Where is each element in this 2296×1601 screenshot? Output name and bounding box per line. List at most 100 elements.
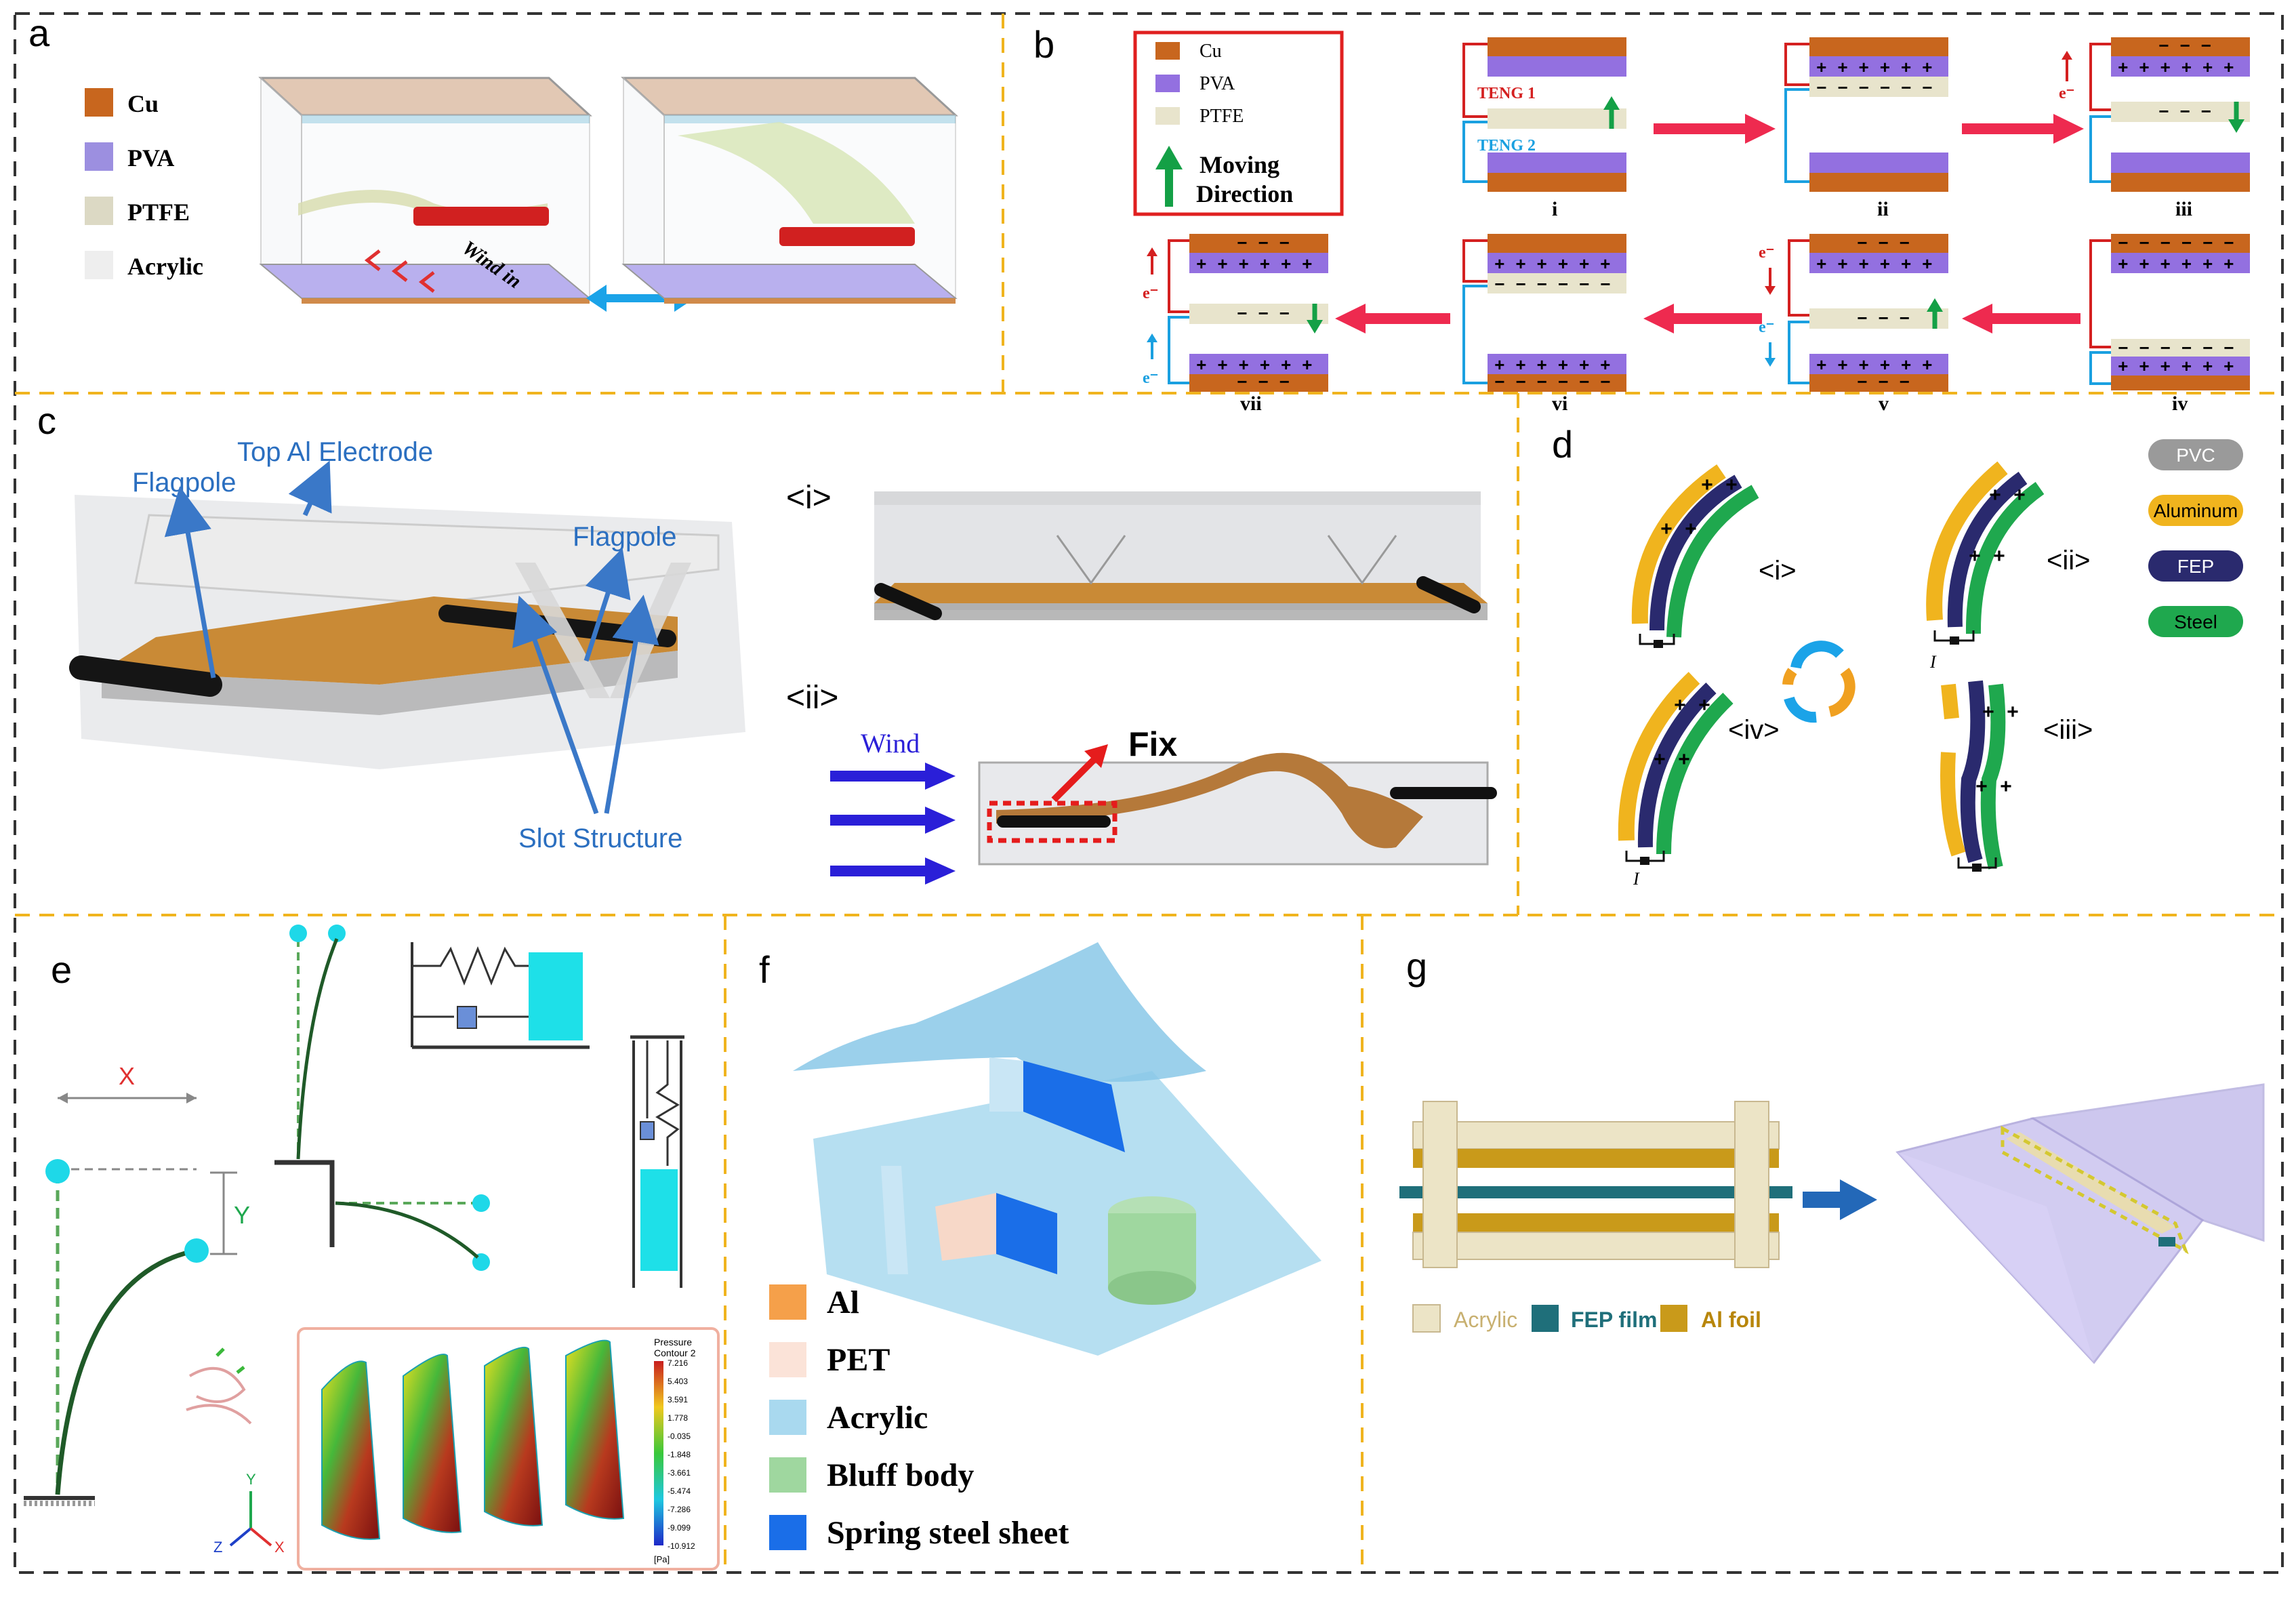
f-legend-pet: PET <box>827 1342 890 1378</box>
svg-text:+ +: + + <box>1654 750 1690 773</box>
svg-text:+ +: + + <box>1969 546 2005 569</box>
svg-text:e⁻: e⁻ <box>1759 319 1774 336</box>
d-legend-steel: Steel <box>2174 611 2217 632</box>
state-ii-label: <ii> <box>2047 546 2091 575</box>
panel-a-label: a <box>28 12 50 54</box>
device-right <box>621 76 958 304</box>
svg-text:-3.661: -3.661 <box>668 1468 691 1478</box>
svg-text:+ + + + + +: + + + + + + <box>1494 255 1611 275</box>
f-legend-acrylic: Acrylic <box>827 1400 928 1436</box>
state-iii-label: <iii> <box>2043 715 2093 745</box>
svg-text:5.403: 5.403 <box>668 1377 688 1386</box>
stage-label-ii: ii <box>1877 198 1889 220</box>
g-legend-acrylic: Acrylic <box>1454 1308 1517 1332</box>
panel-f: f Al PET Acrylic Bluff body Spring steel… <box>759 942 1321 1551</box>
svg-text:+ + + + + +: + + + + + + <box>1816 255 1933 275</box>
panel-c-label: c <box>37 399 56 442</box>
svg-text:+ +: + + <box>1660 519 1697 542</box>
svg-text:e⁻: e⁻ <box>1143 369 1158 387</box>
stage-v: − − − + + + + + + − − − + + + + + + − − … <box>1759 234 1948 415</box>
svg-text:− − −: − − − <box>1237 304 1290 325</box>
stage-i: TENG 1 TENG 2 i <box>1462 37 1626 220</box>
stage-vi: + + + + + + − − − − − − + + + + + + − − … <box>1462 234 1626 415</box>
teng1-label: TENG 1 <box>1477 85 1536 102</box>
colorbar-title-1: Pressure <box>654 1337 692 1347</box>
svg-text:− − −: − − − <box>2158 37 2211 57</box>
svg-text:− − −: − − − <box>1857 309 1910 329</box>
legend-swatch-pva <box>85 142 113 171</box>
panel-e: e X Y <box>24 925 720 1570</box>
device-view-ii <box>978 744 1497 866</box>
panel-e-label: e <box>51 948 72 991</box>
svg-text:− − −: − − − <box>1857 234 1910 254</box>
panel-borders <box>14 12 2284 1574</box>
svg-text:-7.286: -7.286 <box>668 1505 691 1514</box>
svg-text:-9.099: -9.099 <box>668 1523 691 1533</box>
d-legend-fep: FEP <box>2177 556 2214 577</box>
spring-damper-horizontal <box>411 942 590 1049</box>
xyz-axes: Y Z X <box>213 1471 285 1556</box>
legend-label-cu: Cu <box>127 90 159 117</box>
b-legend-cu: Cu <box>1200 41 1222 62</box>
colorbar-title-2: Contour 2 <box>654 1347 696 1358</box>
svg-text:7.216: 7.216 <box>668 1358 688 1368</box>
wind-label-c: Wind <box>861 728 920 758</box>
legend-swatch-cu <box>85 88 113 117</box>
svg-text:e⁻: e⁻ <box>1143 285 1158 302</box>
svg-text:− − − − − −: − − − − − − <box>2118 339 2234 359</box>
stage-label-v: v <box>1879 392 1889 415</box>
legend-label-acrylic: Acrylic <box>127 253 203 280</box>
svg-text:+ +: + + <box>1701 475 1738 498</box>
svg-text:+ +: + + <box>1975 777 2012 800</box>
stage-label-vii: vii <box>1240 392 1262 415</box>
x-label: X <box>119 1062 135 1090</box>
panel-d: d PVC Aluminum FEP Steel + + + + <i> + +… <box>1552 423 2243 889</box>
panel-b: b Cu PVA PTFE Moving Direction TENG 1 TE… <box>1033 23 2250 415</box>
svg-text:X: X <box>274 1539 285 1556</box>
stage-label-vi: vi <box>1552 392 1567 415</box>
svg-text:− − − − − −: − − − − − − <box>1816 79 1933 99</box>
svg-text:-10.912: -10.912 <box>668 1541 695 1551</box>
d-legend-aluminum: Aluminum <box>2154 500 2238 521</box>
wind-arrows <box>830 763 956 885</box>
legend-label-ptfe: PTFE <box>127 199 190 226</box>
panel-b-label: b <box>1033 23 1054 66</box>
legend-swatch-ptfe <box>85 197 113 225</box>
state-ii: + + + + I <ii> <box>1926 461 2091 672</box>
svg-text:+ + + + + +: + + + + + + <box>2118 58 2234 79</box>
svg-text:e⁻: e⁻ <box>1759 244 1774 262</box>
svg-text:Y: Y <box>246 1471 256 1488</box>
flagpole-label-1: Flagpole <box>132 468 236 498</box>
svg-text:1.778: 1.778 <box>668 1413 688 1423</box>
g-legend-al-foil: Al foil <box>1701 1308 1761 1332</box>
g-legend-fep: FEP film <box>1571 1308 1657 1332</box>
colorbar-unit: [Pa] <box>654 1554 670 1564</box>
panel-f-label: f <box>759 948 770 991</box>
stage-vii: − − − + + + + + + − − − + + + + + + − − … <box>1143 234 1328 415</box>
f-legend-bluff-body: Bluff body <box>827 1457 974 1493</box>
stage-iv: − − − − − − + + + + + + − − − − − − + + … <box>2089 234 2250 415</box>
svg-text:+ + + + + +: + + + + + + <box>1494 356 1611 376</box>
clamp-bar <box>413 207 549 226</box>
panel-g-legend: Acrylic FEP film Al foil <box>1412 1304 1761 1333</box>
svg-text:+ + + + + +: + + + + + + <box>1196 255 1313 275</box>
svg-text:-1.848: -1.848 <box>668 1450 691 1459</box>
current-label-iv: I <box>1633 869 1640 889</box>
panel-g: g Acrylic FEP film Al foil <box>1399 945 2265 1364</box>
svg-text:+ + + + + +: + + + + + + <box>1816 58 1933 79</box>
svg-text:+ +: + + <box>1989 485 2026 508</box>
legend-label-pva: PVA <box>127 144 174 171</box>
svg-text:3.591: 3.591 <box>668 1395 688 1404</box>
sub-ii-label: <ii> <box>786 680 838 716</box>
stage-label-i: i <box>1552 198 1557 220</box>
state-i-label: <i> <box>1759 556 1797 586</box>
flagpole-label-2: Flagpole <box>573 522 676 552</box>
svg-text:− − −: − − − <box>1237 234 1290 254</box>
state-i: + + + + <i> <box>1631 464 1797 648</box>
d-legend-pvc: PVC <box>2176 445 2215 466</box>
svg-text:− − − − − −: − − − − − − <box>1494 373 1611 393</box>
svg-text:+ +: + + <box>1674 695 1710 718</box>
svg-text:+ +: + + <box>1982 702 2019 725</box>
sub-i-label: <i> <box>786 480 832 516</box>
f-legend-al: Al <box>827 1284 859 1320</box>
